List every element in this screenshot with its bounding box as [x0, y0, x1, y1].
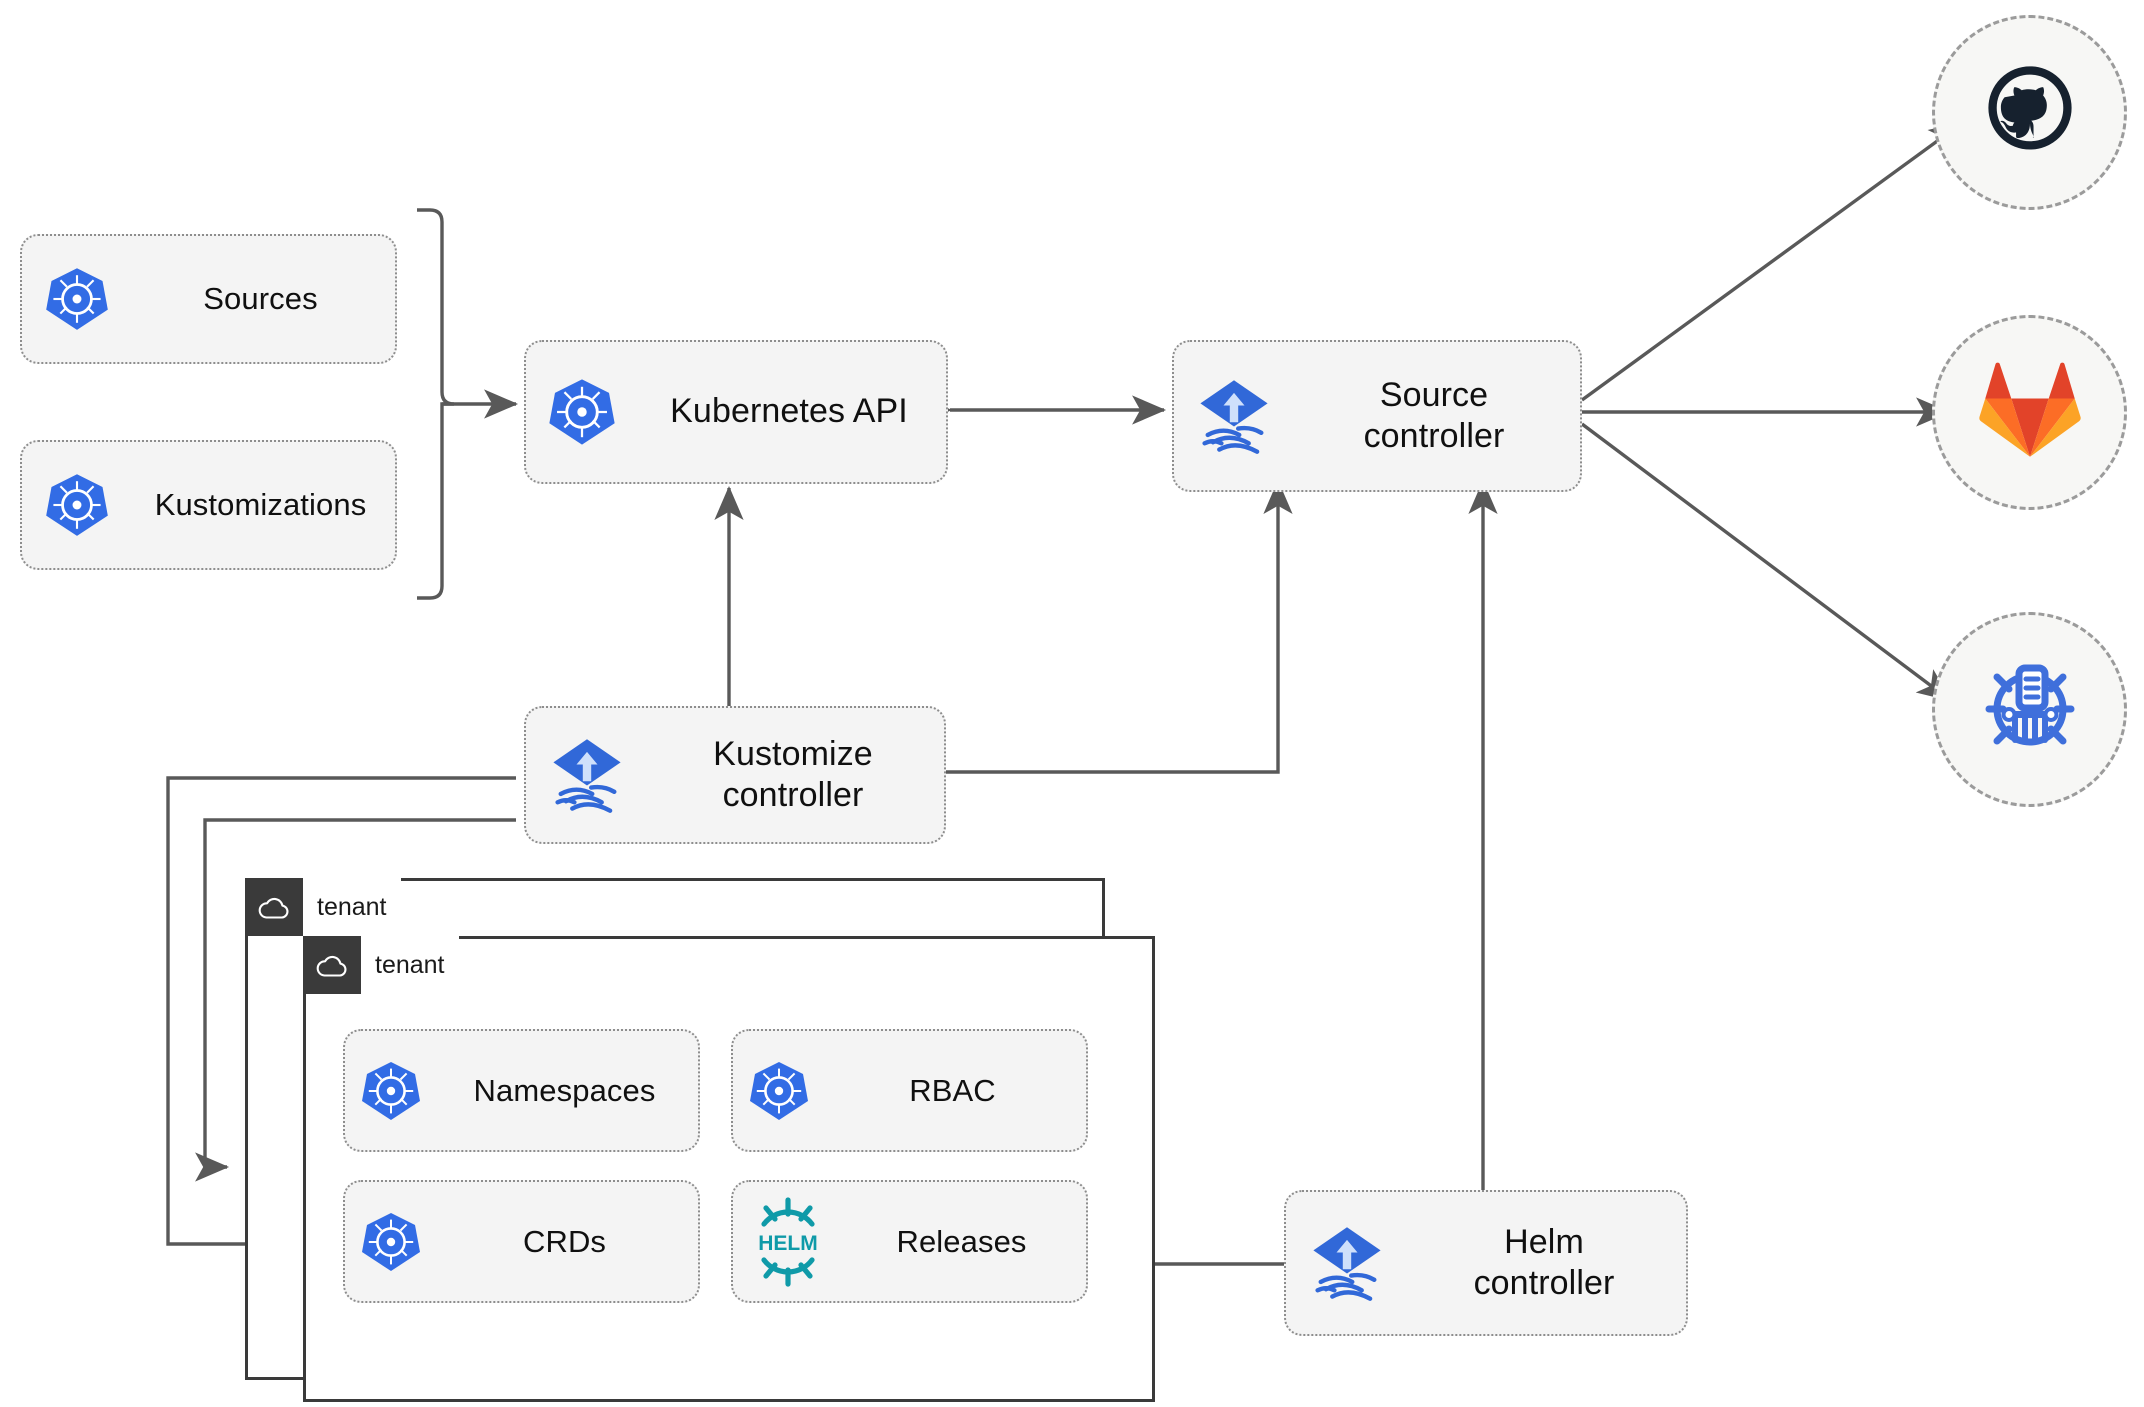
cloud-icon — [303, 936, 361, 994]
node-sources[interactable]: Sources — [20, 234, 397, 364]
node-rbac[interactable]: RBAC — [731, 1029, 1088, 1152]
provider-github[interactable] — [1932, 15, 2127, 210]
github-icon — [1978, 58, 2082, 167]
helm-icon: HELM — [733, 1194, 843, 1290]
kubernetes-icon — [733, 1059, 825, 1123]
node-label: RBAC — [909, 1072, 996, 1108]
node-label: Releases — [896, 1223, 1027, 1259]
provider-helm-repository[interactable] — [1932, 612, 2127, 807]
node-releases[interactable]: HELM Releases — [731, 1180, 1088, 1303]
helm-wordmark: HELM — [758, 1232, 818, 1255]
tenant-label: tenant — [317, 892, 387, 921]
tenant-tab: tenant — [303, 936, 459, 994]
kubernetes-icon — [22, 265, 132, 333]
gitlab-icon — [1978, 361, 2082, 464]
cloud-icon — [245, 878, 303, 936]
tenant-container-front[interactable]: tenant — [303, 936, 1155, 1402]
node-label: Kustomize controller — [713, 734, 873, 814]
kubernetes-icon — [345, 1210, 437, 1274]
node-label: CRDs — [522, 1223, 607, 1259]
flux-icon — [526, 733, 648, 817]
node-helm-controller[interactable]: Helm controller — [1284, 1190, 1688, 1336]
provider-gitlab[interactable] — [1932, 315, 2127, 510]
node-crds[interactable]: CRDs — [343, 1180, 700, 1303]
tenant-label: tenant — [375, 950, 445, 979]
node-label: Kubernetes API — [670, 392, 908, 431]
kubernetes-icon — [22, 471, 132, 539]
flux-icon — [1286, 1221, 1408, 1305]
flux-icon — [1174, 374, 1294, 458]
helm-repo-icon — [1975, 652, 2085, 767]
node-source-controller[interactable]: Source controller — [1172, 340, 1582, 492]
kubernetes-icon — [345, 1059, 437, 1123]
node-label: Source controller — [1363, 375, 1505, 455]
node-label: Helm controller — [1473, 1222, 1615, 1302]
kubernetes-icon — [526, 376, 638, 448]
node-label: Sources — [203, 281, 318, 317]
node-kubernetes-api[interactable]: Kubernetes API — [524, 340, 948, 484]
tenant-tab: tenant — [245, 878, 401, 936]
node-namespaces[interactable]: Namespaces — [343, 1029, 700, 1152]
node-kustomizations[interactable]: Kustomizations — [20, 440, 397, 570]
node-kustomize-controller[interactable]: Kustomize controller — [524, 706, 946, 844]
node-label: Kustomizations — [154, 487, 367, 523]
node-label: Namespaces — [473, 1072, 656, 1108]
